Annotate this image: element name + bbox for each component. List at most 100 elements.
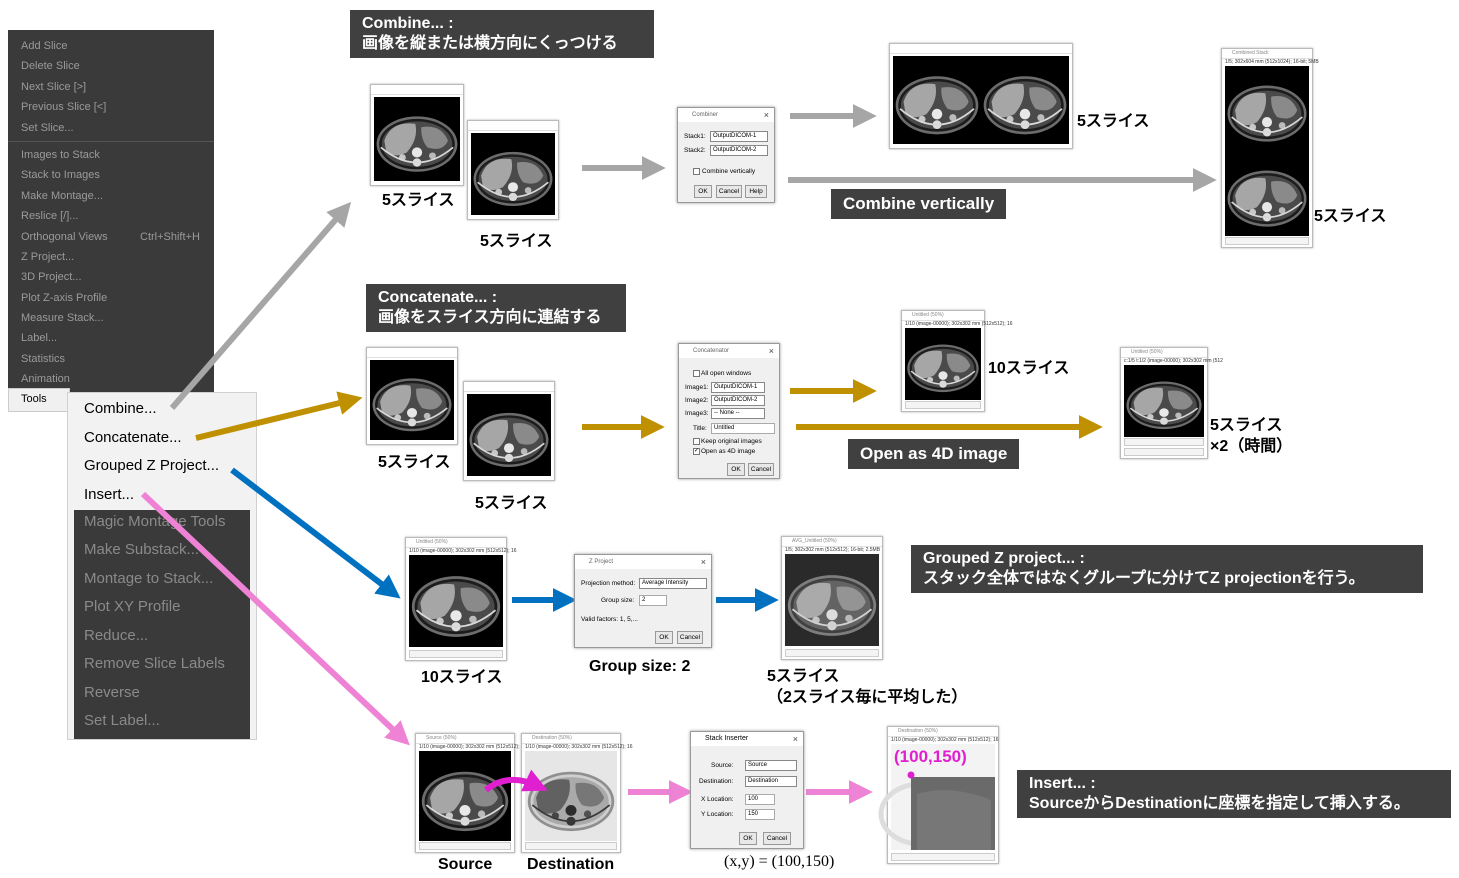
slice-scrollbar[interactable]: [891, 853, 995, 861]
submenu-item-grouped-z-project[interactable]: Grouped Z Project...: [84, 457, 220, 474]
keep-original-label: Keep original images: [701, 438, 762, 445]
close-icon[interactable]: ×: [700, 557, 706, 567]
menu-item[interactable]: Label...: [21, 332, 58, 344]
submenu-item[interactable]: Montage to Stack...: [84, 570, 214, 587]
menu-item[interactable]: Images to Stack: [21, 149, 100, 161]
concat-input-window-2[interactable]: [463, 381, 555, 481]
submenu-item-insert[interactable]: Insert...: [84, 486, 135, 503]
menu-item[interactable]: Set Slice...: [21, 122, 74, 134]
menu-item[interactable]: Animation: [21, 373, 70, 385]
concatenate-header-desc: 画像をスライス方向に連結する: [378, 309, 602, 326]
slice-scrollbar[interactable]: [905, 401, 981, 409]
window-titlebar: [890, 44, 1072, 54]
submenu-item[interactable]: Reduce...: [84, 627, 149, 644]
slice-scrollbar[interactable]: [419, 842, 511, 850]
menu-item-tools[interactable]: Tools: [8, 388, 70, 412]
combine-vertically-checkbox[interactable]: [693, 168, 700, 175]
method-select[interactable]: Average Intensity: [639, 578, 707, 589]
menu-item[interactable]: Delete Slice: [21, 60, 80, 72]
concat-input-window-1[interactable]: [366, 347, 458, 445]
menu-item[interactable]: Plot Z-axis Profile: [21, 292, 108, 304]
image2-select[interactable]: OutputDICOM-2: [711, 395, 765, 406]
ok-button[interactable]: OK: [694, 185, 712, 198]
close-icon[interactable]: ×: [792, 734, 798, 744]
grouped-output-caption-1: 5スライス: [767, 668, 840, 685]
submenu-item[interactable]: Set Label...: [84, 712, 160, 729]
help-button[interactable]: Help: [745, 185, 767, 198]
submenu-item[interactable]: Remove Slice Labels: [84, 655, 225, 672]
window-info: 1/10 (image-00000); 302x302 mm (512x512)…: [525, 744, 633, 750]
cancel-button[interactable]: Cancel: [677, 631, 703, 644]
concat-result-window[interactable]: Untitled (50%) 1/10 (image-00000); 302x3…: [901, 310, 1013, 412]
window-titlebar: [367, 348, 457, 358]
close-icon[interactable]: ×: [768, 346, 774, 356]
submenu-item[interactable]: Plot XY Profile: [84, 598, 181, 615]
group-size-input[interactable]: 2: [639, 595, 667, 606]
ok-button[interactable]: OK: [727, 463, 745, 476]
ok-button[interactable]: OK: [655, 631, 673, 644]
close-icon[interactable]: ×: [763, 110, 769, 120]
menu-item[interactable]: 3D Project...: [21, 271, 82, 283]
channel-scrollbar[interactable]: [1124, 438, 1204, 446]
menu-item[interactable]: Reslice [/]...: [21, 210, 79, 222]
image2-label: Image2:: [685, 397, 709, 404]
slice-scrollbar[interactable]: [525, 842, 617, 850]
slice-scrollbar[interactable]: [785, 649, 879, 657]
cancel-button[interactable]: Cancel: [763, 832, 791, 845]
insert-result-window[interactable]: Destination (50%) 1/10 (image-00000); 30…: [878, 726, 999, 864]
combine-input-window-2[interactable]: [467, 120, 559, 220]
menu-item[interactable]: Measure Stack...: [21, 312, 104, 324]
ok-button[interactable]: OK: [739, 832, 757, 845]
y-location-input[interactable]: 150: [745, 809, 775, 820]
image1-select[interactable]: OutputDICOM-1: [711, 382, 765, 393]
combine-vertical-window[interactable]: Combined Stack 1/5; 302x604 mm (512x1024…: [1221, 48, 1319, 248]
open-4d-checkbox[interactable]: ✓: [693, 448, 700, 455]
window-titlebar: Destination (50%): [522, 734, 620, 744]
menu-item[interactable]: Z Project...: [21, 251, 75, 263]
window-info: 1/10 (image-00000); 302x302 mm (512x512)…: [419, 744, 527, 750]
source-label: Source:: [711, 762, 734, 769]
title-input[interactable]: Untitled: [711, 423, 775, 434]
image3-select[interactable]: -- None --: [711, 408, 765, 419]
slice-scrollbar[interactable]: [409, 650, 503, 658]
submenu-item[interactable]: Magic Montage Tools: [84, 513, 226, 530]
concat-input1-caption: 5スライス: [378, 454, 451, 471]
submenu-item[interactable]: Reverse: [84, 684, 140, 701]
concat-4d-caption-2: ×2（時間）: [1210, 438, 1293, 455]
menu-item[interactable]: Add Slice: [21, 40, 68, 52]
time-scrollbar[interactable]: [1124, 448, 1204, 456]
stack2-select[interactable]: OutputDICOM-2: [710, 145, 768, 156]
menu-item[interactable]: Next Slice [>]: [21, 81, 87, 93]
open-4d-label: Open as 4D image: [701, 448, 756, 455]
window-titlebar: Untitled (50%): [902, 311, 984, 321]
source-window[interactable]: Source (50%) 1/10 (image-00000); 302x302…: [415, 733, 527, 853]
slice-scrollbar[interactable]: [1225, 237, 1309, 245]
xy-caption: (x,y) = (100,150): [724, 853, 835, 870]
source-select[interactable]: Source: [745, 760, 797, 771]
destination-window[interactable]: Destination (50%) 1/10 (image-00000); 30…: [521, 733, 633, 853]
cancel-button[interactable]: Cancel: [716, 185, 742, 198]
menu-item[interactable]: Orthogonal Views: [21, 231, 108, 243]
grouped-input-window[interactable]: Untitled (50%) 1/10 (image-00000); 302x3…: [405, 537, 517, 661]
window-titlebar: Combined Stack: [1222, 49, 1312, 59]
menu-item[interactable]: Statistics: [21, 353, 66, 365]
stack1-select[interactable]: OutputDICOM-1: [710, 131, 768, 142]
submenu-item[interactable]: Make Substack...: [84, 541, 200, 558]
combine-horizontal-window[interactable]: [889, 43, 1073, 149]
x-location-label: X Location:: [701, 796, 734, 803]
combine-input-window-1[interactable]: [370, 84, 464, 186]
x-location-input[interactable]: 100: [745, 794, 775, 805]
keep-original-checkbox[interactable]: [693, 438, 700, 445]
menu-item[interactable]: Stack to Images: [21, 169, 100, 181]
grouped-output-window[interactable]: AVG_Untitled (50%) 1/5; 302x302 mm (512x…: [781, 536, 883, 660]
submenu-item-concatenate[interactable]: Concatenate...: [84, 429, 182, 446]
combine-input1-caption: 5スライス: [382, 192, 455, 209]
submenu-item-combine[interactable]: Combine...: [84, 400, 157, 417]
menu-item[interactable]: Make Montage...: [21, 190, 103, 202]
concat-4d-window[interactable]: Untitled (50%) c:1/5 t:1/2 (image-00000)…: [1120, 347, 1223, 459]
cancel-button[interactable]: Cancel: [748, 463, 774, 476]
stack2-label: Stack2:: [684, 147, 706, 154]
all-open-checkbox[interactable]: [693, 370, 700, 377]
destination-select[interactable]: Destination: [745, 776, 797, 787]
menu-item[interactable]: Previous Slice [<]: [21, 101, 107, 113]
